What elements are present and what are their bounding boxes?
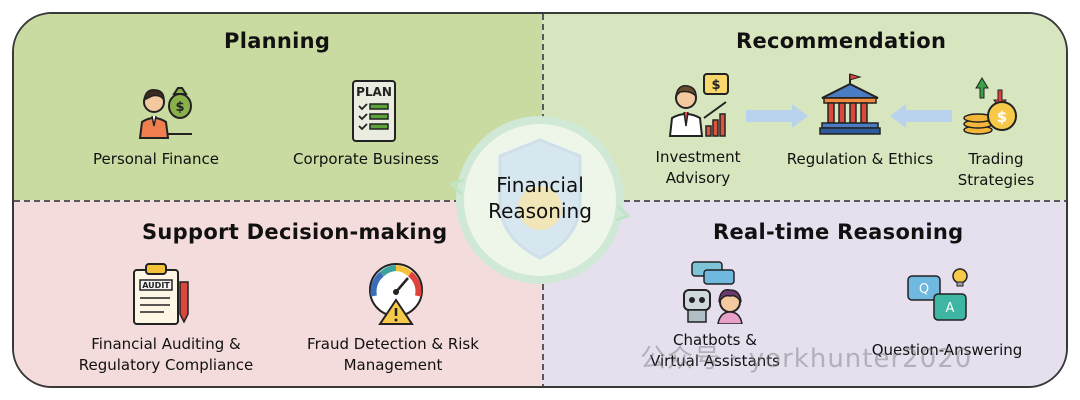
trading-strategies-label: Trading Strategies <box>946 149 1046 191</box>
center-label: Financial Reasoning <box>446 172 634 224</box>
government-building-icon <box>819 73 881 135</box>
center-line2: Reasoning <box>488 199 592 223</box>
investor-money-bag-icon: $ <box>138 87 192 139</box>
financial-auditing-label: Financial Auditing & Regulatory Complian… <box>76 334 256 376</box>
personal-finance-label: Personal Finance <box>93 150 219 168</box>
planning-title: Planning <box>224 29 331 53</box>
fraud-detection-line2: Management <box>343 356 443 374</box>
svg-text:$: $ <box>175 100 184 115</box>
question-answering-label: Question-Answering <box>871 341 1023 359</box>
coins-trading-icon: $ <box>963 77 1017 135</box>
svg-text:$: $ <box>711 78 720 93</box>
fraud-detection-line1: Fraud Detection & Risk <box>307 335 479 353</box>
support-title: Support Decision-making <box>142 220 448 244</box>
risk-gauge-warning-icon <box>369 263 423 325</box>
svg-text:Q: Q <box>919 282 929 297</box>
center-line1: Financial <box>496 173 584 197</box>
corporate-business-label: Corporate Business <box>293 150 439 168</box>
financial-auditing-line2: Regulatory Compliance <box>78 356 254 374</box>
investment-advisory-label: Investment Advisory <box>646 147 750 189</box>
svg-text:$: $ <box>997 108 1007 126</box>
fraud-detection-label: Fraud Detection & Risk Management <box>296 334 490 376</box>
recommendation-quadrant <box>542 14 1066 200</box>
watermark: 公众号 · yorkhunter2020 <box>640 344 973 374</box>
chatbots-line1: Chatbots & <box>673 331 757 349</box>
audit-clipboard-icon: AUDIT <box>133 263 189 325</box>
financial-auditing-line1: Financial Auditing & <box>91 335 241 353</box>
shield-cycle-icon <box>449 116 631 284</box>
svg-text:AUDIT: AUDIT <box>142 281 170 290</box>
planning-quadrant <box>14 14 542 200</box>
qa-bubbles-icon: Q A <box>907 268 968 321</box>
trading-strategies-line2: Strategies <box>957 171 1035 189</box>
right-arrow-icon <box>746 104 808 128</box>
investment-advisory-line1: Investment <box>655 148 741 166</box>
svg-text:A: A <box>946 301 955 316</box>
regulation-ethics-label: Regulation & Ethics <box>786 150 934 168</box>
left-arrow-icon <box>890 104 952 128</box>
svg-text:PLAN: PLAN <box>356 85 392 99</box>
trading-strategies-line1: Trading <box>968 150 1024 168</box>
realtime-title: Real-time Reasoning <box>713 220 964 244</box>
investment-advisory-line2: Advisory <box>665 169 731 187</box>
plan-checklist-icon: PLAN <box>352 80 396 142</box>
chatbots-label: Chatbots & Virtual Assistants <box>640 330 790 372</box>
support-quadrant <box>14 200 542 386</box>
advisor-growth-chart-icon: $ <box>668 73 729 137</box>
chatbot-assistant-icon <box>683 261 743 324</box>
recommendation-title: Recommendation <box>736 29 947 53</box>
realtime-quadrant <box>542 200 1066 386</box>
financial-reasoning-center: Financial Reasoning <box>446 110 634 290</box>
chatbots-line2: Virtual Assistants <box>650 352 780 370</box>
